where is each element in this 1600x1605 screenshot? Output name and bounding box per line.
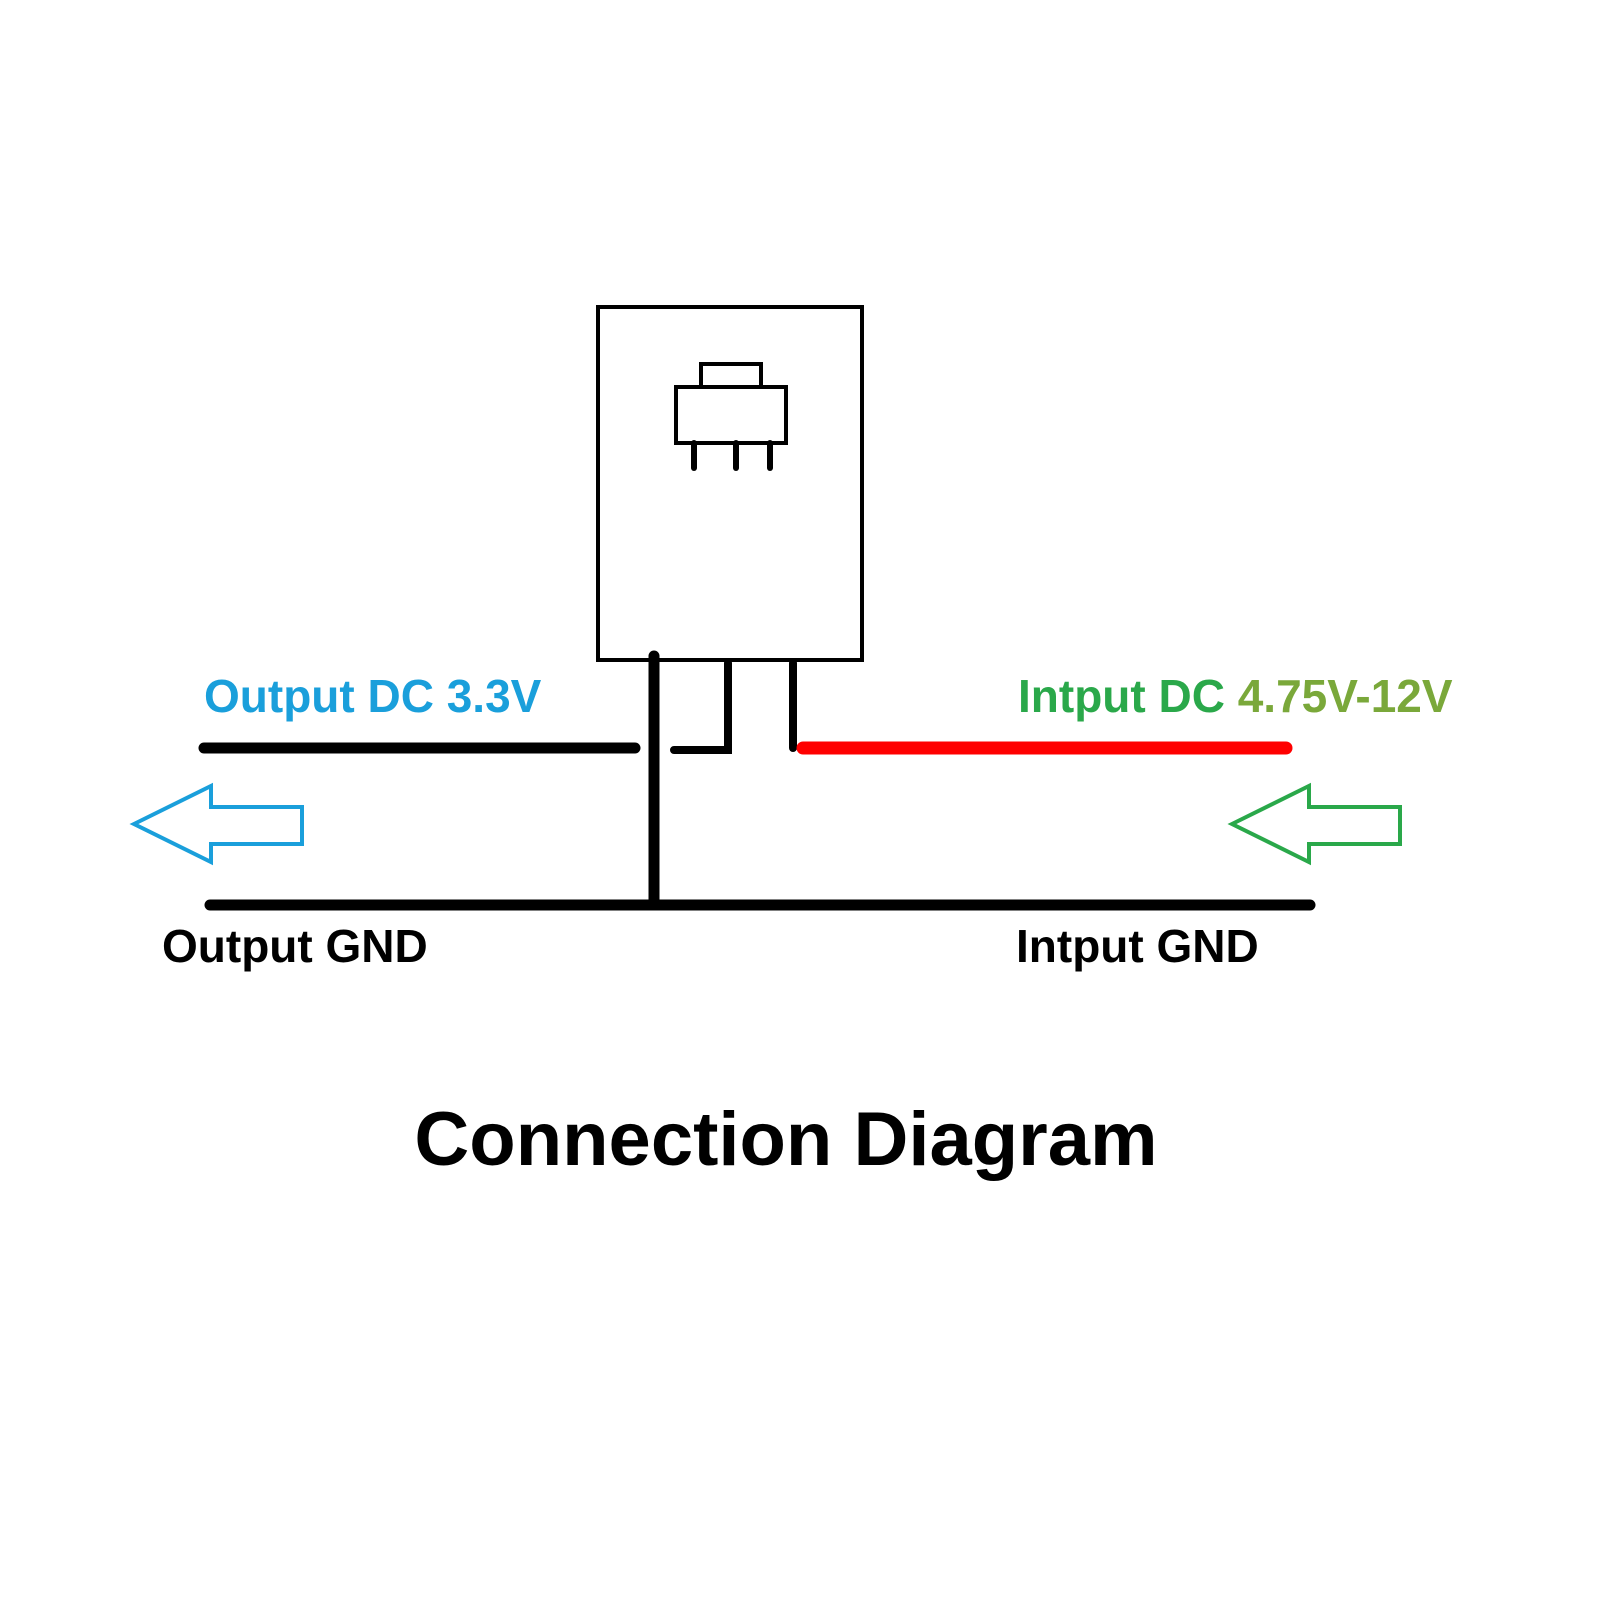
- output-pin-wire: [670, 659, 732, 754]
- output-gnd-label: Output GND: [162, 920, 428, 972]
- input-dc-label-voltage: 4.75V-12V: [1238, 670, 1453, 722]
- input-dc-label-prefix: Intput DC: [1018, 670, 1238, 722]
- input-gnd-label: Intput GND: [1016, 920, 1259, 972]
- output-dc-label: Output DC 3.3V: [204, 670, 542, 722]
- diagram-title: Connection Diagram: [414, 1097, 1157, 1182]
- sot223-regulator-icon: [674, 362, 788, 471]
- input-dc-label: Intput DC 4.75V-12V: [1018, 670, 1453, 722]
- input-arrow-icon: [1227, 782, 1402, 866]
- wires: [198, 650, 1316, 911]
- output-arrow-icon: [129, 782, 304, 866]
